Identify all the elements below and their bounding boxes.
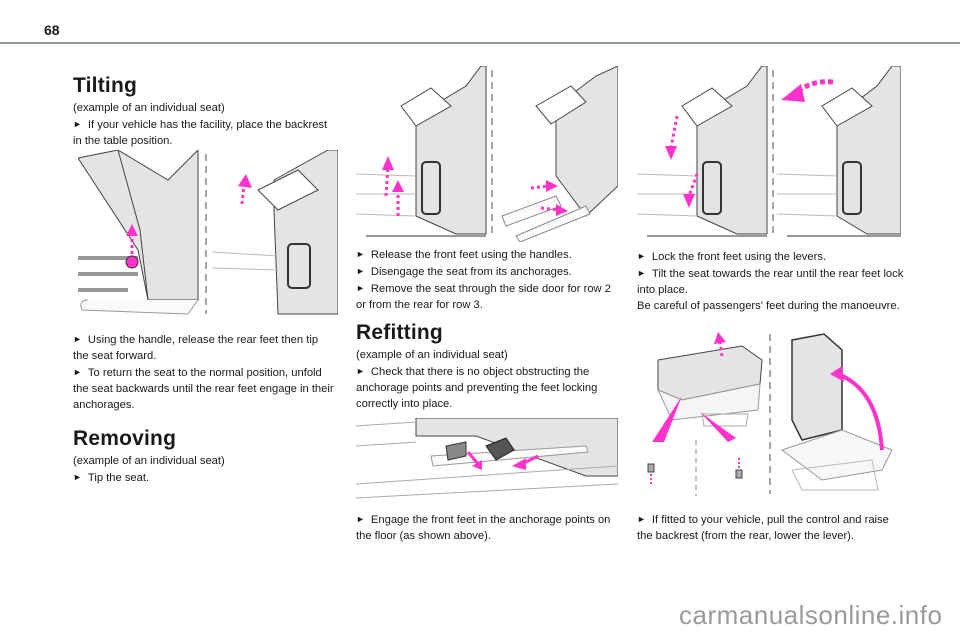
bullet-arrow-icon: ► xyxy=(73,367,82,377)
bullet-arrow-icon: ► xyxy=(73,334,82,344)
column-1: Tilting (example of an individual seat) … xyxy=(73,74,335,149)
column-2-text: ►Release the front feet using the handle… xyxy=(356,246,624,412)
arrow-down-right-icon xyxy=(472,460,482,470)
upright-seat-illustration xyxy=(780,333,893,491)
section-title-tilting: Tilting xyxy=(73,74,138,97)
refitting-step-3: ►Lock the front feet using the levers. xyxy=(637,248,907,265)
removing-step-1: ►Tip the seat. xyxy=(73,469,335,486)
bullet-arrow-icon: ► xyxy=(356,366,365,376)
tilting-subtitle: (example of an individual seat) xyxy=(73,102,225,114)
refitting-step-2: ►Engage the front feet in the anchorage … xyxy=(356,511,626,544)
arrow-up-icon xyxy=(714,332,726,344)
header-rule xyxy=(0,42,960,44)
figure-refitting-anchorage xyxy=(356,418,618,504)
seat-lock-front-feet-illustration xyxy=(637,66,768,237)
arrow-up-icon xyxy=(126,224,138,236)
figure-locking xyxy=(637,66,901,242)
removing-step-2: ►Release the front feet using the handle… xyxy=(356,246,624,263)
watermark: carmanualsonline.info xyxy=(679,600,943,630)
page-number: 68 xyxy=(44,22,60,38)
bullet-arrow-icon: ► xyxy=(637,514,646,524)
callout-pointer xyxy=(700,412,736,442)
arrow-left-icon xyxy=(512,458,526,470)
refitting-step-1: ►Check that there is no object obstructi… xyxy=(356,363,624,412)
refitting-step-4: ►Tilt the seat towards the rear until th… xyxy=(637,265,907,298)
figure-backrest-raise xyxy=(642,330,904,496)
figure-tilting xyxy=(78,150,338,318)
figure-removing xyxy=(356,66,618,242)
column-3-text: ►Lock the front feet using the levers. ►… xyxy=(637,248,907,314)
backrest-step: ►If fitted to your vehicle, pull the con… xyxy=(637,511,907,544)
bullet-arrow-icon: ► xyxy=(356,249,365,259)
arrow-curved-up-icon xyxy=(830,366,844,382)
seat-tilt-rear-illustration xyxy=(776,66,901,237)
caution-note: Be careful of passengers' feet during th… xyxy=(637,300,900,312)
tilting-step-3: ►To return the seat to the normal positi… xyxy=(73,364,335,413)
folded-seat-illustration xyxy=(647,332,763,496)
bullet-arrow-icon: ► xyxy=(73,472,82,482)
seat-front-feet-illustration xyxy=(356,66,487,237)
refitting-subtitle: (example of an individual seat) xyxy=(356,349,508,361)
seat-disengaged-illustration xyxy=(501,66,618,242)
arrow-right-icon xyxy=(556,204,568,216)
bullet-arrow-icon: ► xyxy=(73,119,82,129)
arrow-curved-left-icon xyxy=(781,84,805,102)
callout-pointer xyxy=(652,396,682,442)
removing-subtitle: (example of an individual seat) xyxy=(73,455,225,467)
bullet-arrow-icon: ► xyxy=(637,251,646,261)
tilting-step-2: ►Using the handle, release the rear feet… xyxy=(73,331,335,364)
arrow-right-icon xyxy=(546,180,558,192)
seat-rear-view-illustration xyxy=(78,150,199,315)
removing-step-3: ►Disengage the seat from its anchorages. xyxy=(356,263,624,280)
bullet-arrow-icon: ► xyxy=(637,268,646,278)
seat-tilted-illustration xyxy=(211,150,338,315)
arrow-up-icon xyxy=(392,180,404,192)
column-2-bottom: ►Engage the front feet in the anchorage … xyxy=(356,511,626,544)
arrow-up-icon xyxy=(238,174,252,188)
tilting-step-1: ►If your vehicle has the facility, place… xyxy=(73,116,335,149)
section-title-removing: Removing xyxy=(73,427,177,450)
column-3-bottom: ►If fitted to your vehicle, pull the con… xyxy=(637,511,907,544)
arrow-up-icon xyxy=(382,156,394,170)
arrow-down-icon xyxy=(665,146,677,160)
section-title-refitting: Refitting xyxy=(356,321,443,344)
column-1-lower: ►Using the handle, release the rear feet… xyxy=(73,331,335,486)
bullet-arrow-icon: ► xyxy=(356,283,365,293)
arrow-down-icon xyxy=(683,194,695,208)
bullet-arrow-icon: ► xyxy=(356,514,365,524)
bullet-arrow-icon: ► xyxy=(356,266,365,276)
removing-step-4: ►Remove the seat through the side door f… xyxy=(356,280,624,313)
